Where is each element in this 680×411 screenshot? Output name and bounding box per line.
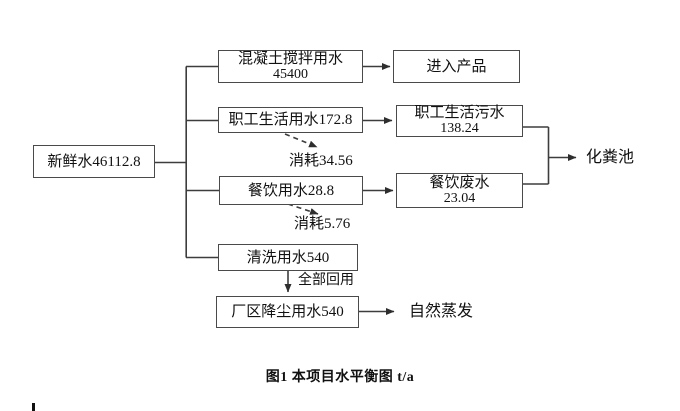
node-staff-sewage: 职工生活污水 138.24: [396, 105, 523, 137]
node-label: 职工生活污水: [414, 105, 505, 121]
node-label: 餐饮用水28.8: [247, 182, 335, 199]
node-value: 45400: [273, 66, 308, 82]
label-full-reuse: 全部回用: [298, 273, 354, 288]
node-dust-suppression-water: 厂区降尘用水540: [216, 296, 359, 328]
label-consumption-staff: 消耗34.56: [289, 153, 353, 169]
page-corner-tick: [32, 403, 35, 411]
node-label: 进入产品: [426, 58, 487, 75]
node-fresh-water: 新鲜水46112.8: [33, 145, 155, 178]
node-label: 厂区降尘用水540: [231, 304, 344, 320]
node-label: 餐饮废水: [429, 174, 490, 191]
node-label: 清洗用水540: [246, 249, 330, 266]
node-label: 混凝土搅拌用水: [237, 50, 343, 67]
label-natural-evaporation: 自然蒸发: [409, 303, 474, 320]
node-value: 138.24: [440, 121, 479, 136]
label-septic-tank: 化粪池: [586, 149, 635, 166]
node-cleaning-water: 清洗用水540: [218, 244, 358, 271]
node-label: 职工生活用水172.8: [228, 112, 353, 128]
node-into-product: 进入产品: [393, 50, 520, 83]
node-staff-domestic-water: 职工生活用水172.8: [218, 107, 363, 133]
node-label: 新鲜水46112.8: [47, 153, 141, 170]
dashed-arrow-catering-consumption: [287, 203, 319, 215]
label-consumption-catering: 消耗5.76: [294, 216, 351, 232]
node-catering-water: 餐饮用水28.8: [219, 176, 363, 205]
dashed-arrow-staff-consumption: [284, 133, 318, 148]
node-value: 23.04: [443, 190, 476, 206]
node-catering-wastewater: 餐饮废水 23.04: [396, 173, 523, 208]
node-concrete-mixing-water: 混凝土搅拌用水 45400: [218, 50, 363, 83]
figure-caption: 图1 本项目水平衡图 t/a: [265, 370, 415, 385]
